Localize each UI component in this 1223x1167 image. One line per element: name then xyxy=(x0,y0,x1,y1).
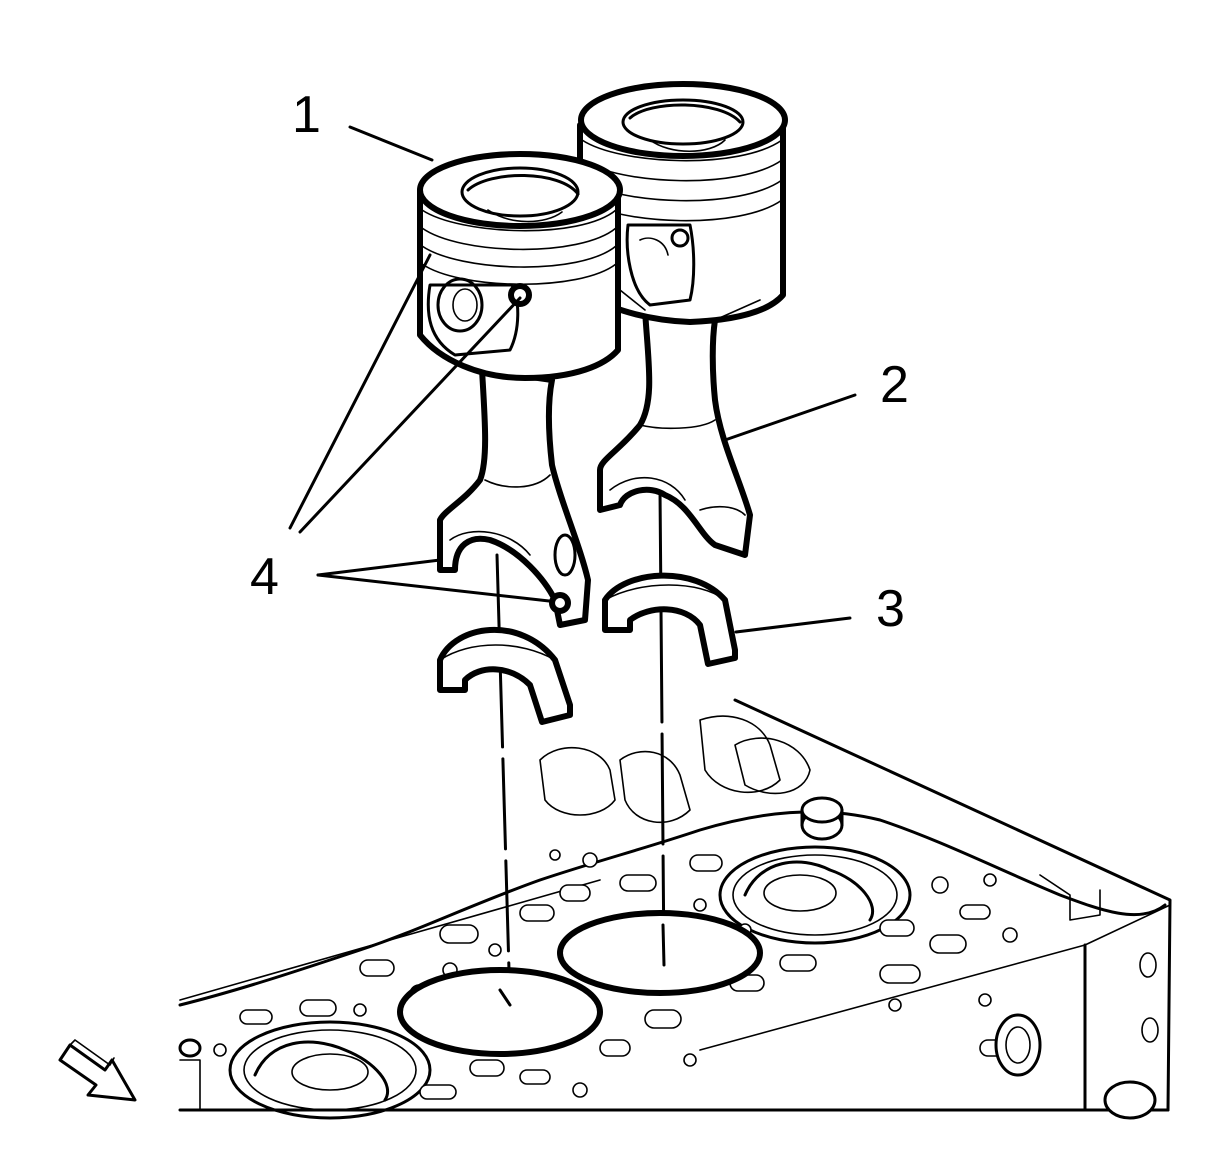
callout-1: 1 xyxy=(292,86,321,144)
leader-lines xyxy=(288,125,857,634)
piston-right xyxy=(577,81,788,558)
callout-4: 4 xyxy=(250,548,279,606)
piston-left xyxy=(417,151,623,628)
callout-3: 3 xyxy=(876,580,905,638)
bearing-shell-left xyxy=(437,626,573,725)
view-direction-arrow-icon xyxy=(58,1039,137,1102)
engine-block xyxy=(178,698,1172,1120)
cylinder-bore-rings xyxy=(397,910,763,1057)
bearing-shell-right xyxy=(602,572,738,667)
callout-2: 2 xyxy=(880,356,909,414)
